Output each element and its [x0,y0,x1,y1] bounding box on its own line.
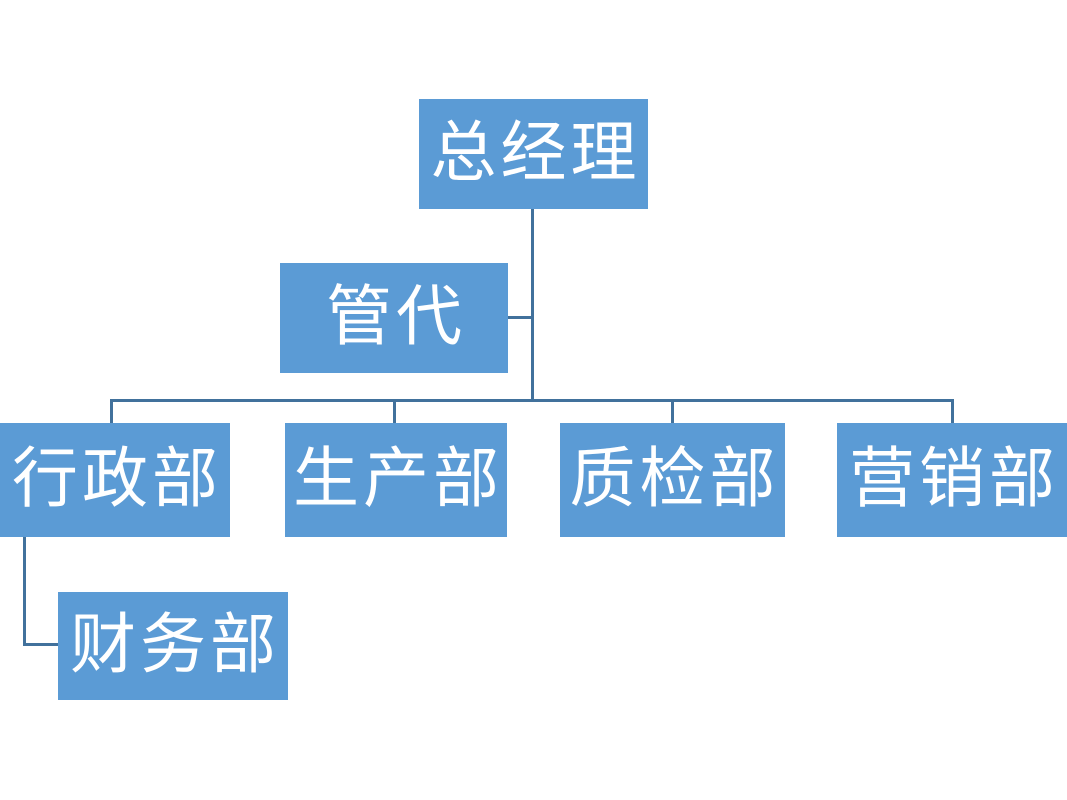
connector-level3-rail-horizontal [110,399,954,402]
org-node-production-dept: 生产部 [285,423,507,537]
org-node-marketing-dept-label: 营销部 [849,443,1059,516]
connector-ceo-trunk-vertical [531,209,534,402]
connector-finance-elbow-horizontal [23,643,58,646]
org-node-production-dept-label: 生产部 [293,443,503,516]
org-node-finance-dept: 财务部 [58,592,288,700]
connector-drop-administration [110,399,113,423]
org-node-administration-dept: 行政部 [0,423,230,537]
org-node-general-manager: 总经理 [419,99,648,209]
org-node-quality-control-dept: 质检部 [560,423,785,537]
org-node-quality-control-dept-label: 质检部 [569,443,780,516]
org-node-management-rep: 管代 [280,263,508,373]
connector-drop-quality-control [671,399,674,423]
connector-finance-elbow-vertical [23,535,26,646]
org-node-general-manager-label: 总经理 [430,117,641,190]
org-node-finance-dept-label: 财务部 [70,609,280,682]
org-node-marketing-dept: 营销部 [837,423,1067,537]
org-node-management-rep-label: 管代 [326,281,466,354]
connector-management-rep-stub [508,316,531,319]
connector-drop-marketing [951,399,954,423]
connector-drop-production [393,399,396,423]
org-node-administration-dept-label: 行政部 [12,443,222,516]
